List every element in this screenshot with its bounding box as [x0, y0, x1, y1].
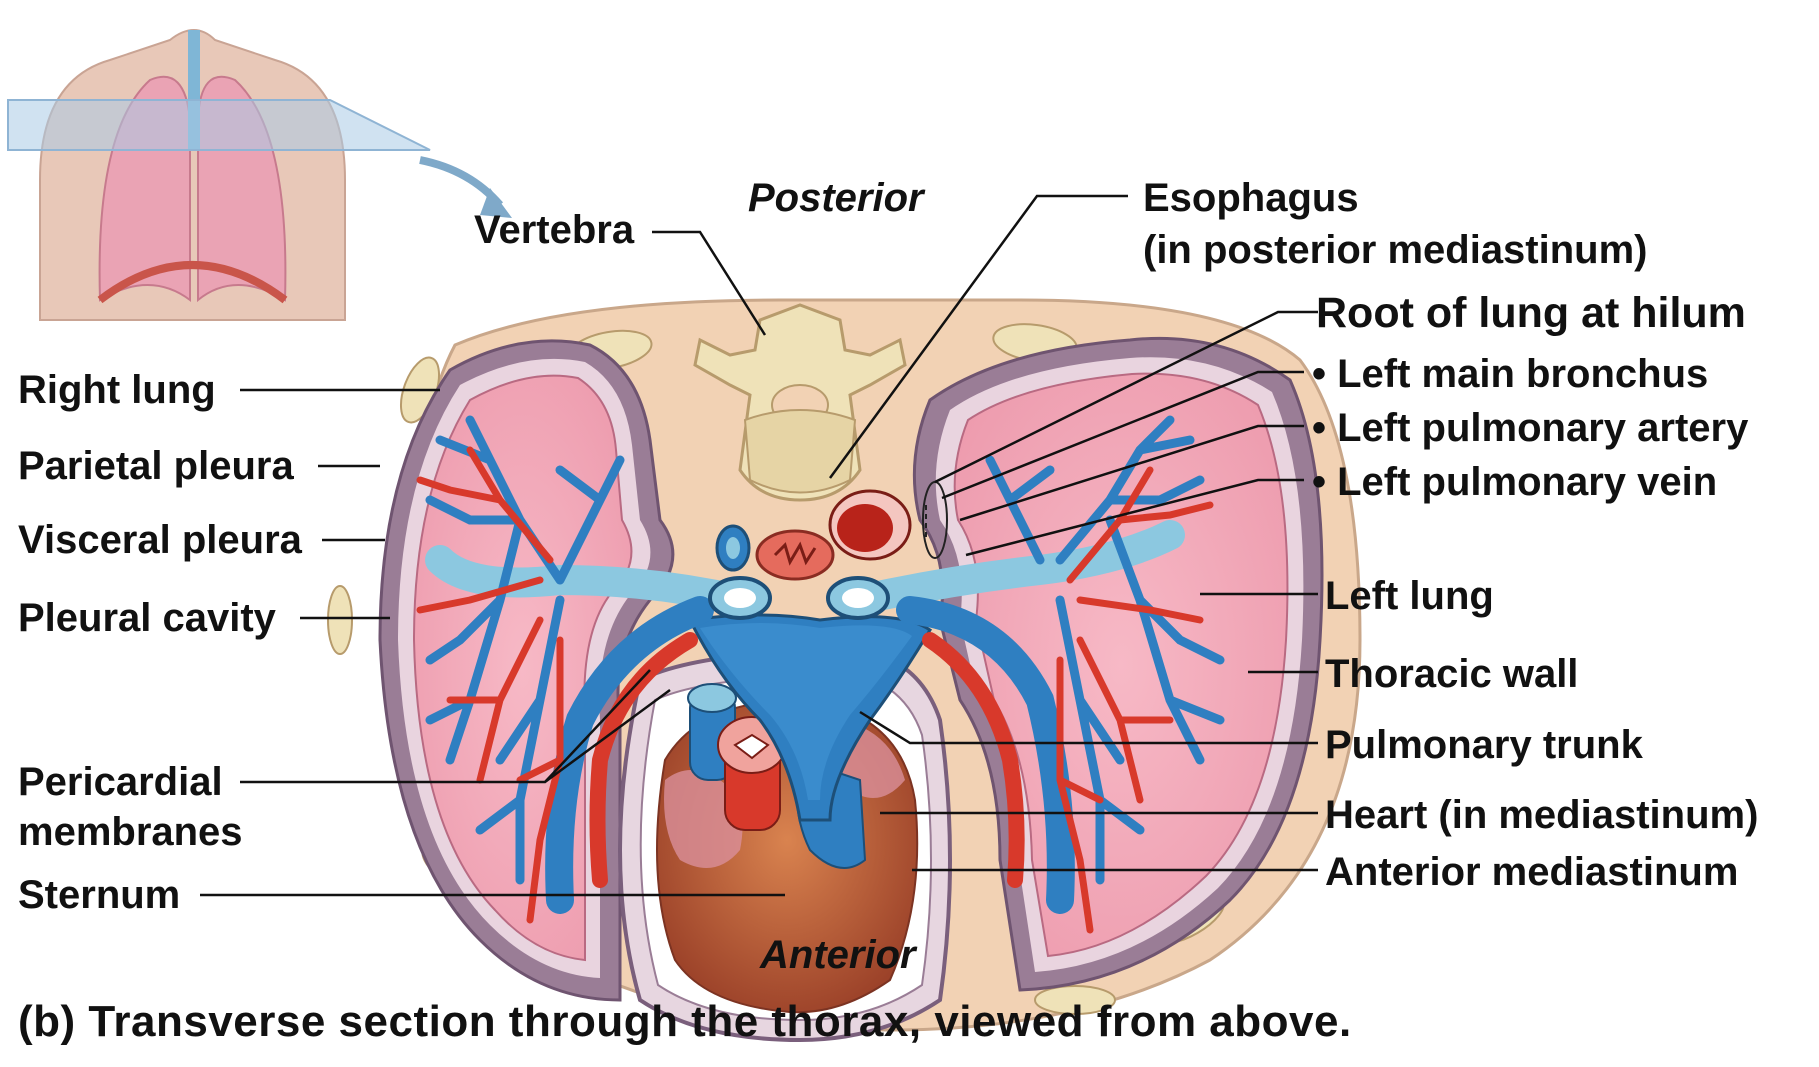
pulmonary-trunk-label: Pulmonary trunk [1325, 725, 1643, 765]
parietal-pleura-label: Parietal pleura [18, 446, 294, 486]
sternum-label: Sternum [18, 875, 180, 915]
left-lung-label: Left lung [1325, 576, 1494, 616]
right-lung-label: Right lung [18, 370, 216, 410]
left-pulmonary-vein-label: • Left pulmonary vein [1312, 462, 1717, 502]
pericardial-membranes-label-line2: membranes [18, 812, 243, 852]
vertebra-label: Vertebra [474, 210, 634, 250]
pericardial-membranes-label-line1: Pericardial [18, 762, 223, 802]
left-main-bronchus-label: • Left main bronchus [1312, 354, 1708, 394]
visceral-pleura-label: Visceral pleura [18, 520, 302, 560]
torso-inset [8, 30, 512, 320]
heart-label: Heart (in mediastinum) [1325, 795, 1758, 835]
posterior-label: Posterior [748, 178, 924, 218]
esophagus [757, 531, 833, 579]
thoracic-wall-label: Thoracic wall [1325, 654, 1578, 694]
esophagus-label: Esophagus [1143, 178, 1359, 218]
pleural-cavity-label: Pleural cavity [18, 598, 276, 638]
root-of-lung-label: Root of lung at hilum [1316, 292, 1746, 335]
left-pulmonary-artery-label: • Left pulmonary artery [1312, 408, 1748, 448]
figure-caption: (b) Transverse section through the thora… [18, 1000, 1352, 1044]
anterior-mediastinum-label: Anterior mediastinum [1325, 852, 1738, 892]
esophagus-note-label: (in posterior mediastinum) [1143, 230, 1648, 270]
anterior-label: Anterior [760, 935, 916, 975]
